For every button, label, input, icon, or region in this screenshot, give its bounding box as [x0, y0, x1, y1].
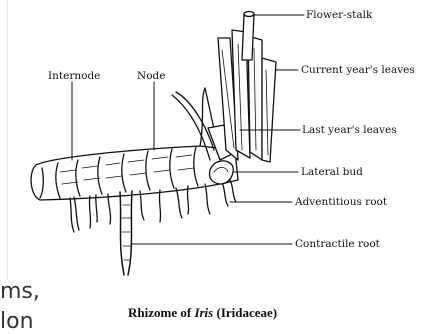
- diagram-canvas: Flower-stalk Current year's leaves Last …: [0, 0, 422, 322]
- flower-stalk: [242, 12, 254, 61]
- caption-genus: Iris: [194, 305, 213, 320]
- label-last-years-leaves: Last year's leaves: [302, 125, 397, 136]
- caption-family: (Iridaceae): [216, 305, 277, 320]
- background-text-fragment-2: lon: [0, 311, 34, 333]
- label-internode: Internode: [48, 71, 100, 82]
- label-node: Node: [137, 71, 165, 82]
- label-lateral-bud: Lateral bud: [301, 167, 363, 178]
- label-flower-stalk: Flower-stalk: [306, 10, 372, 21]
- figure-caption: Rhizome of Iris (Iridaceae): [128, 305, 277, 321]
- label-current-years-leaves: Current year's leaves: [301, 65, 415, 76]
- caption-prefix: Rhizome of: [128, 305, 194, 320]
- background-text-fragment: ms,: [0, 281, 40, 303]
- iris-rhizome-illustration: [0, 0, 422, 322]
- label-contractile-root: Contractile root: [295, 239, 380, 250]
- contractile-root: [120, 191, 132, 275]
- label-adventitious-root: Adventitious root: [295, 197, 387, 208]
